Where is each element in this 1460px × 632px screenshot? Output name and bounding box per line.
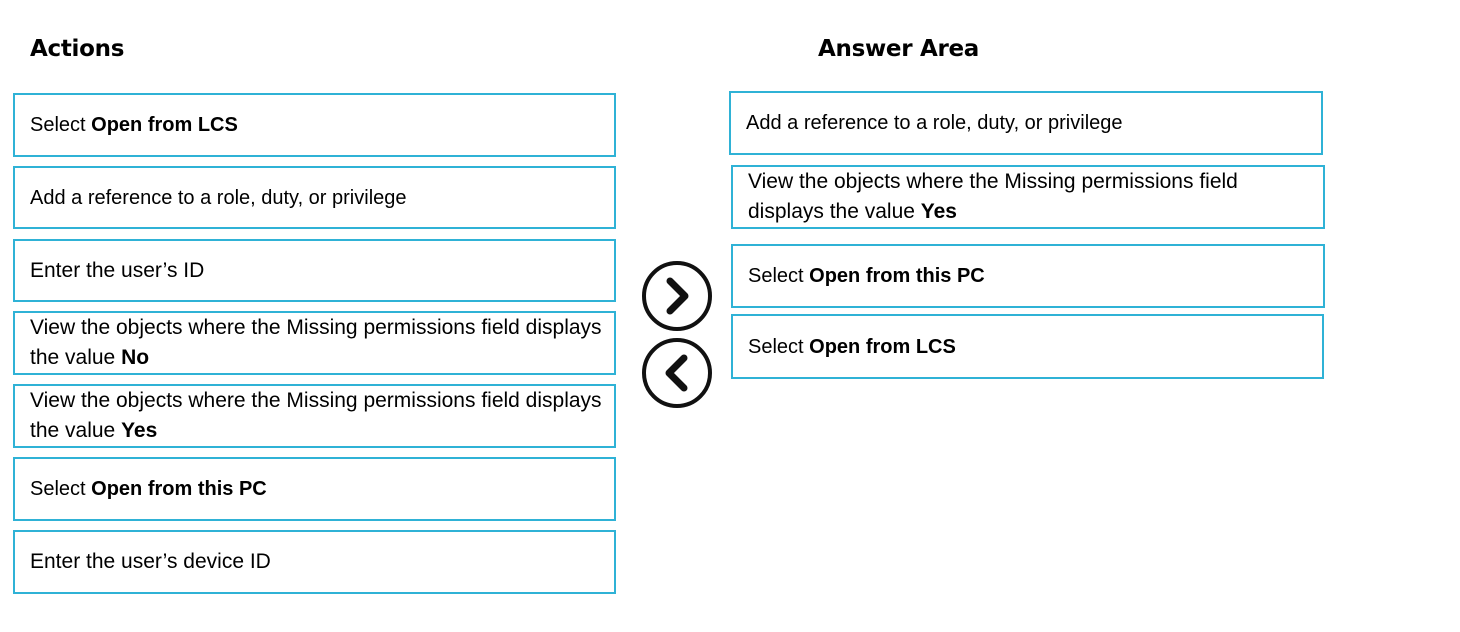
answer-card-text: View the objects where the Missing permi… (748, 170, 1238, 223)
action-card-add-reference[interactable]: Add a reference to a role, duty, or priv… (13, 166, 616, 229)
action-card-open-from-this-pc[interactable]: Select Open from this PC (13, 457, 616, 521)
action-card-missing-permissions-no[interactable]: View the objects where the Missing permi… (13, 311, 616, 375)
action-card-text: Add a reference to a role, duty, or priv… (30, 186, 407, 209)
action-card-enter-device-id[interactable]: Enter the user’s device ID (13, 530, 616, 594)
chevron-right-circle-icon (642, 261, 712, 331)
move-right-button[interactable] (641, 260, 713, 332)
action-card-missing-permissions-yes[interactable]: View the objects where the Missing permi… (13, 384, 616, 448)
answer-card-text: Add a reference to a role, duty, or priv… (746, 112, 1123, 134)
answer-card-open-from-this-pc[interactable]: Select Open from this PC (731, 244, 1325, 308)
actions-heading: Actions (30, 36, 125, 62)
action-card-text: View the objects where the Missing permi… (30, 316, 602, 369)
action-card-enter-user-id[interactable]: Enter the user’s ID (13, 239, 616, 302)
answer-area-heading: Answer Area (818, 36, 980, 62)
answer-card-text: Select Open from LCS (748, 335, 956, 358)
action-card-text: Enter the user’s device ID (30, 550, 271, 573)
action-card-text: Enter the user’s ID (30, 258, 205, 282)
move-left-button[interactable] (641, 337, 713, 409)
answer-card-missing-permissions-yes[interactable]: View the objects where the Missing permi… (731, 165, 1325, 229)
action-card-text: Select Open from this PC (30, 478, 267, 500)
answer-card-add-reference[interactable]: Add a reference to a role, duty, or priv… (729, 91, 1323, 155)
action-card-open-from-lcs[interactable]: Select Open from LCS (13, 93, 616, 157)
action-card-text: Select Open from LCS (30, 114, 238, 136)
answer-card-open-from-lcs[interactable]: Select Open from LCS (731, 314, 1324, 379)
action-card-text: View the objects where the Missing permi… (30, 389, 602, 442)
answer-card-text: Select Open from this PC (748, 265, 985, 287)
chevron-left-circle-icon (642, 338, 712, 408)
